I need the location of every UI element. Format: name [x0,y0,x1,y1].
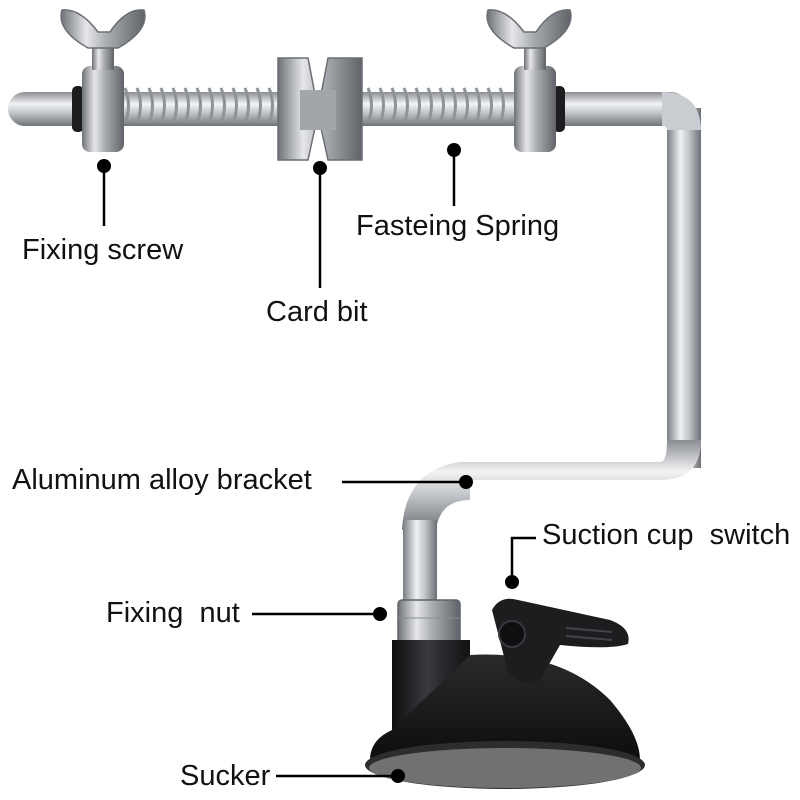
dot-sucker [391,769,405,783]
fastening-spring [123,87,505,124]
fixing-screw-left [60,9,146,152]
label-fixing-nut: Fixing nut [106,597,240,629]
dot-bracket [459,475,473,489]
dot-card-bit [313,161,327,175]
fixing-screw-right [486,9,572,152]
lower-rod [403,520,437,610]
top-bend [662,92,701,130]
lower-bend [402,440,701,530]
right-rod [667,108,701,468]
label-sucker: Sucker [180,760,271,792]
label-suction-switch: Suction cup switch [542,519,791,551]
dot-suction-switch [505,575,519,589]
dot-fixing-screw [97,159,111,173]
sucker-rim [369,748,641,788]
dot-fixing-nut [373,607,387,621]
dot-fastening-spring [447,143,461,157]
suction-cup-switch [492,598,629,684]
fixing-nut [397,599,461,647]
suction-cup-base [365,640,645,789]
leader-suction-switch [510,536,536,582]
label-fixing-screw: Fixing screw [22,234,184,266]
label-bracket: Aluminum alloy bracket [12,464,312,496]
label-fastening-spring: Fasteing Spring [356,210,560,242]
card-bit-spool [277,57,363,161]
leader-lines [97,143,536,783]
label-card-bit: Card bit [266,296,368,328]
